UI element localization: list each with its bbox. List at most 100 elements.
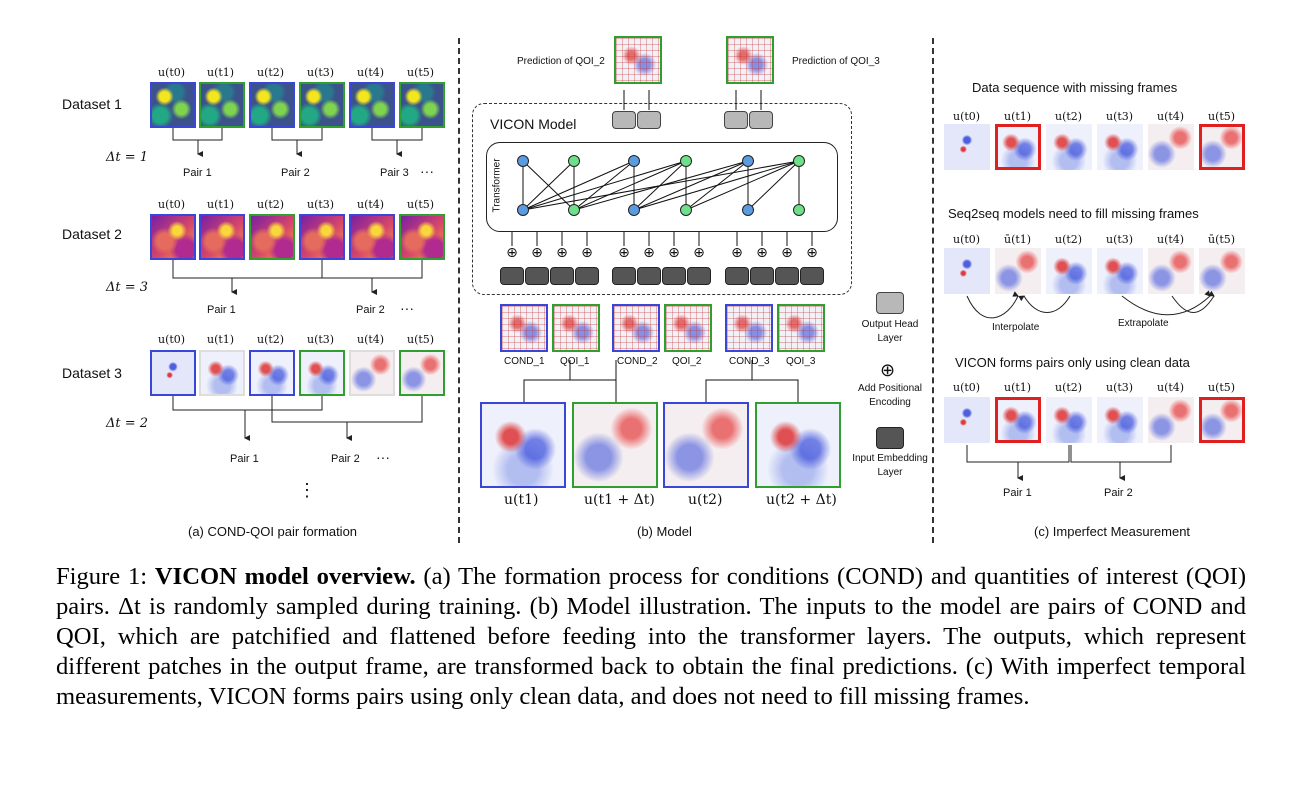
token-node (628, 204, 640, 216)
time-label: u(t4) (1157, 233, 1185, 246)
time-label: u(t3) (1106, 233, 1134, 246)
positional-encoding-icon: ⊕ (581, 245, 593, 261)
patch-label: COND_1 (504, 356, 545, 367)
frame-image (1097, 397, 1143, 443)
dataset-label: Dataset 1 (62, 96, 122, 112)
time-label: u(t0) (953, 381, 981, 394)
time-label: u(t5) (407, 66, 435, 79)
positional-encoding-icon: ⊕ (531, 245, 543, 261)
pair-label: Pair 1 (1003, 487, 1032, 499)
frame-image (249, 82, 295, 128)
missing-frame-icon (1199, 397, 1245, 443)
vertical-ellipsis: ⋮ (298, 480, 316, 500)
ellipsis: ··· (420, 163, 434, 179)
frame-image (944, 397, 990, 443)
frame-image (299, 82, 345, 128)
time-label: u(t4) (357, 333, 385, 346)
input-label: u(t1) (504, 492, 539, 508)
frame-image (399, 350, 445, 396)
pair-label: Pair 1 (230, 453, 259, 465)
time-label: u(t2) (1055, 381, 1083, 394)
time-label: u(t3) (1106, 110, 1134, 123)
embedding-block (687, 267, 711, 285)
dataset-label: Dataset 2 (62, 226, 122, 242)
missing-frame-icon (995, 397, 1041, 443)
embedding-block (525, 267, 549, 285)
frame-image (349, 350, 395, 396)
interpolate-label: Interpolate (992, 322, 1040, 333)
token-node (793, 155, 805, 167)
frame-image (1097, 248, 1143, 294)
frame-image (995, 124, 1041, 170)
ellipsis: ··· (400, 300, 414, 316)
panel-c-connectors (966, 290, 1215, 481)
embedding-block (575, 267, 599, 285)
time-label: u(t0) (953, 233, 981, 246)
pair-label: Pair 3 (380, 167, 409, 179)
panel-caption: (c) Imperfect Measurement (1034, 524, 1191, 539)
separator-right (932, 38, 934, 543)
input-frame-image (663, 402, 749, 488)
token-node (517, 155, 529, 167)
prediction-image (614, 36, 662, 84)
frame-image (199, 82, 245, 128)
positional-encoding-icon: ⊕ (668, 245, 680, 261)
embedding-block (800, 267, 824, 285)
frame-image (1046, 124, 1092, 170)
cond-patch-image (612, 304, 660, 352)
pair-connectors (172, 128, 423, 441)
input-label: u(t2) (688, 492, 723, 508)
separator-left (458, 38, 460, 543)
time-label: u(t2) (1055, 110, 1083, 123)
pair-label: Pair 2 (281, 167, 310, 179)
ellipsis: ··· (376, 449, 390, 465)
input-label: u(t1 + Δt) (584, 492, 655, 508)
qoi-patch-image (664, 304, 712, 352)
embedding-block (550, 267, 574, 285)
frame-image (249, 214, 295, 260)
time-label: u(t0) (158, 66, 186, 79)
legend-label: Input Embedding Layer (852, 453, 928, 478)
qoi-patch-image (552, 304, 600, 352)
section-title: Data sequence with missing frames (972, 80, 1178, 95)
caption-text: (a) The formation process for conditions… (56, 563, 1247, 710)
frame-image (150, 82, 196, 128)
output-label: Prediction of QOI_3 (792, 56, 880, 67)
time-label: u(t0) (158, 333, 186, 346)
time-label: u(t4) (1157, 110, 1185, 123)
cond-patch-image (500, 304, 548, 352)
legend-embedding-symbol (876, 427, 904, 449)
transformer-connections (511, 90, 813, 402)
model-title: VICON Model (490, 116, 577, 132)
frame-image (299, 214, 345, 260)
frame-image (399, 214, 445, 260)
time-label: u(t2) (1055, 233, 1083, 246)
output-head-block (637, 111, 661, 129)
time-label: u(t3) (307, 198, 335, 211)
time-label: u(t1) (207, 333, 235, 346)
time-label: u(t1) (1004, 381, 1032, 394)
pair-label: Pair 2 (356, 304, 385, 316)
delta-label: Δt = 3 (106, 280, 149, 295)
time-label: u(t4) (1157, 381, 1185, 394)
time-label: u(t1) (1004, 110, 1032, 123)
frame-image (399, 82, 445, 128)
dataset-label: Dataset 3 (62, 365, 122, 381)
legend-label: Output Head Layer (861, 319, 919, 344)
frame-image (299, 350, 345, 396)
embedding-block (750, 267, 774, 285)
time-label: u(t3) (307, 333, 335, 346)
token-node (568, 155, 580, 167)
output-label: Prediction of QOI_2 (517, 56, 605, 67)
patch-label: COND_3 (729, 356, 770, 367)
extrapolate-label: Extrapolate (1118, 318, 1169, 329)
time-label: u(t1) (207, 66, 235, 79)
frame-image (944, 124, 990, 170)
positional-encoding-icon: ⊕ (806, 245, 818, 261)
token-node (628, 155, 640, 167)
frame-image (944, 248, 990, 294)
pair-label: Pair 2 (1104, 487, 1133, 499)
time-label: u(t2) (257, 333, 285, 346)
missing-frame-icon (995, 124, 1041, 170)
panel-caption: (a) COND-QOI pair formation (188, 524, 358, 539)
